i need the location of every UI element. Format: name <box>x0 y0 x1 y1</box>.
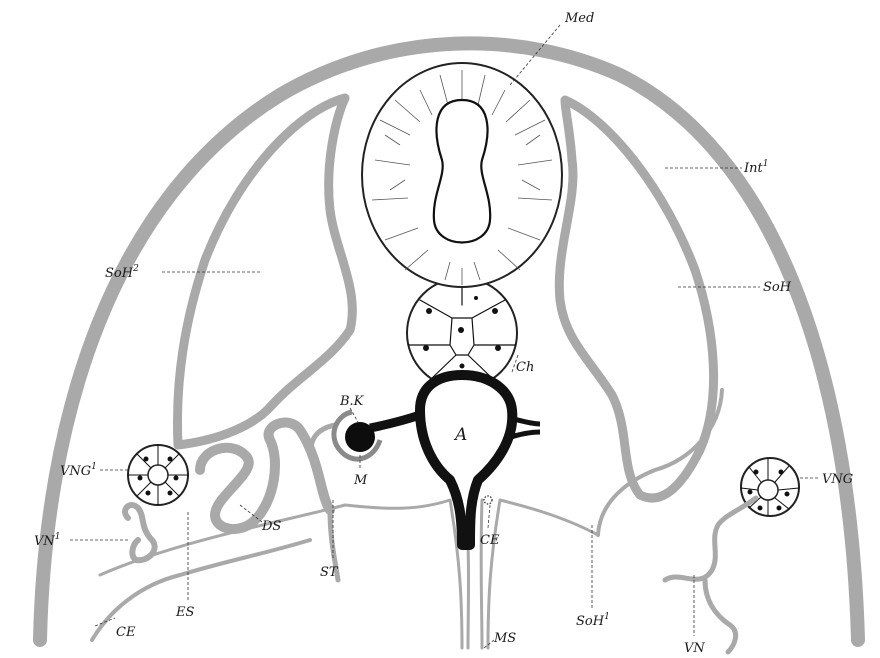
label-vng: VNG <box>822 472 853 487</box>
label-vng1: VNG1 <box>60 462 97 479</box>
label-es: ES <box>175 605 194 620</box>
label-int: Int1 <box>743 159 768 176</box>
label-vn: VN <box>684 641 705 656</box>
glomerulus-bk <box>334 412 380 459</box>
label-st: ST <box>320 565 339 580</box>
medulla <box>362 63 562 287</box>
label-bk: B.K <box>339 394 365 409</box>
label-soh1: SoH1 <box>576 612 610 629</box>
central-canal <box>434 100 490 243</box>
label-ce-mid: CE <box>480 533 500 548</box>
label-soh2: SoH2 <box>105 264 139 281</box>
label-med: Med <box>564 11 594 26</box>
right-somite-wall <box>559 100 713 498</box>
left-nerve-vn1 <box>125 505 155 560</box>
label-soh: SoH <box>763 280 792 295</box>
label-ds: DS <box>261 519 281 534</box>
label-a: A <box>453 425 467 445</box>
label-ce-left: CE <box>116 625 136 640</box>
ce-cell-mark <box>484 496 492 504</box>
aorta <box>370 375 540 545</box>
left-ganglion-vng1 <box>128 445 188 505</box>
label-vn1: VN1 <box>34 532 61 549</box>
label-m: M <box>353 473 368 488</box>
right-nerve-vn <box>665 498 756 652</box>
label-ch: Ch <box>516 360 534 375</box>
right-ganglion-vng <box>741 458 799 516</box>
label-ms: MS <box>493 631 516 646</box>
